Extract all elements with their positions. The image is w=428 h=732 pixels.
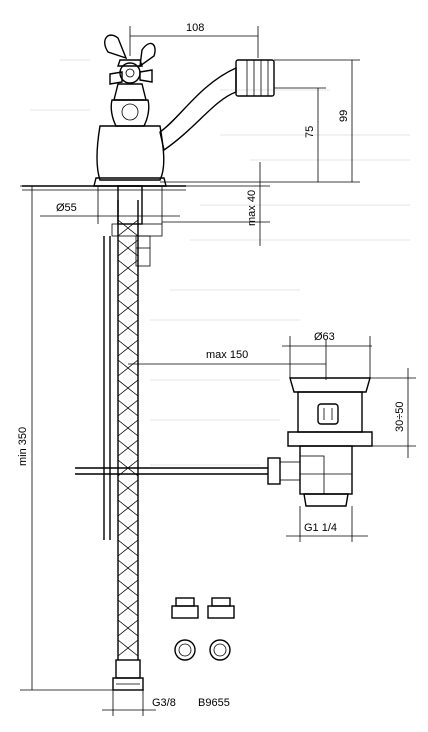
model-code: B9655	[198, 697, 230, 709]
dim-deck-thickness: max 40	[246, 190, 258, 226]
dim-hose-offset: max 150	[206, 349, 248, 361]
dim-base-diameter: Ø55	[56, 202, 77, 214]
dim-min-height: min 350	[17, 427, 29, 466]
dim-inlet-thread: G3/8	[152, 697, 176, 709]
dim-waste-thread: G1 1/4	[304, 522, 337, 534]
inlet-fitting	[112, 659, 144, 691]
background-texture	[30, 59, 410, 466]
dim-waste-adjust: 30÷50	[394, 401, 406, 432]
dimension-labels: 108 99 75 Ø55 max 40 max 150 Ø63 30÷50 m…	[17, 22, 406, 709]
dim-waste-diameter: Ø63	[314, 331, 335, 343]
dim-spout-height-total: 99	[338, 110, 350, 122]
waste-assembly	[75, 377, 373, 507]
braided-hose	[117, 200, 139, 660]
spare-parts	[171, 597, 235, 661]
lift-rod	[103, 236, 111, 540]
dim-spout-reach: 108	[186, 22, 204, 34]
dim-spout-outlet-height: 75	[304, 126, 316, 138]
dimension-lines	[20, 26, 416, 716]
faucet-body	[22, 34, 275, 267]
spout-outlet	[235, 59, 275, 97]
cross-handle	[104, 34, 156, 85]
